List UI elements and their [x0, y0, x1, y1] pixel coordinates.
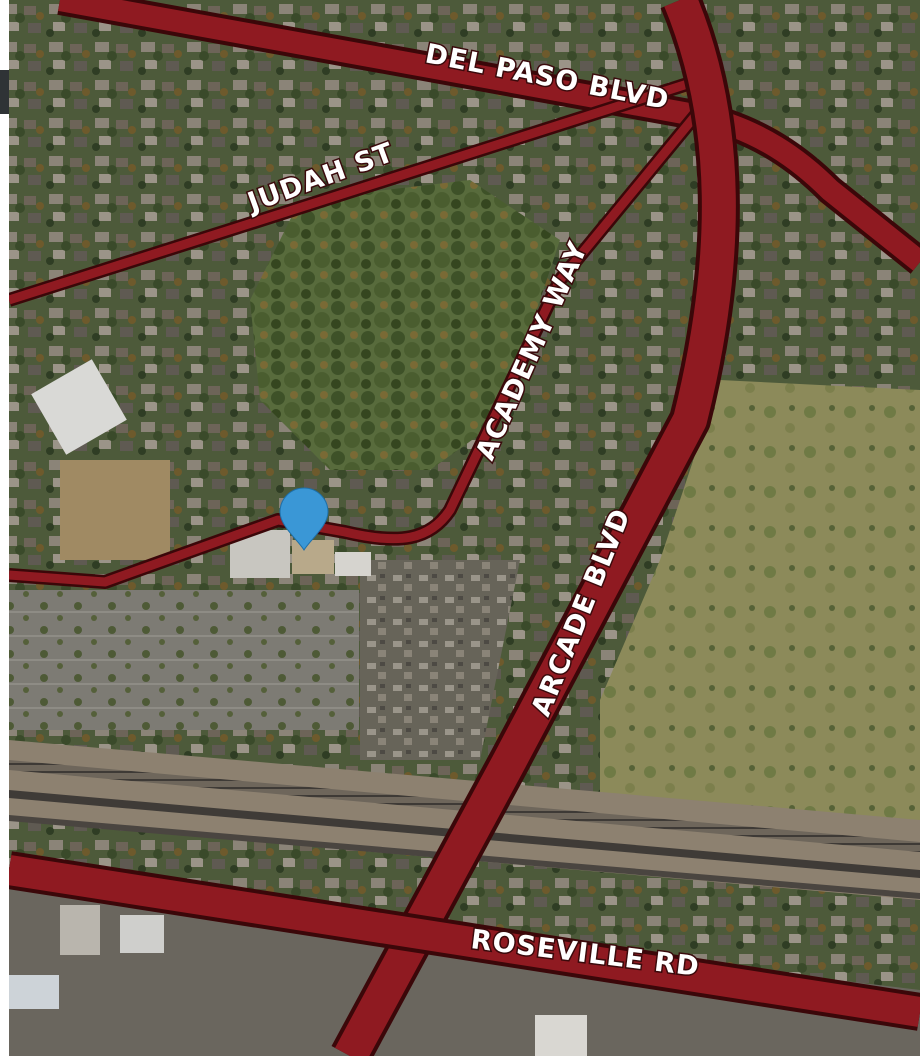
road-highlights: [6, 0, 920, 1056]
side-panel-tab[interactable]: [0, 70, 9, 114]
map-left-edge: [0, 0, 9, 1056]
location-pin-icon[interactable]: [279, 487, 329, 551]
